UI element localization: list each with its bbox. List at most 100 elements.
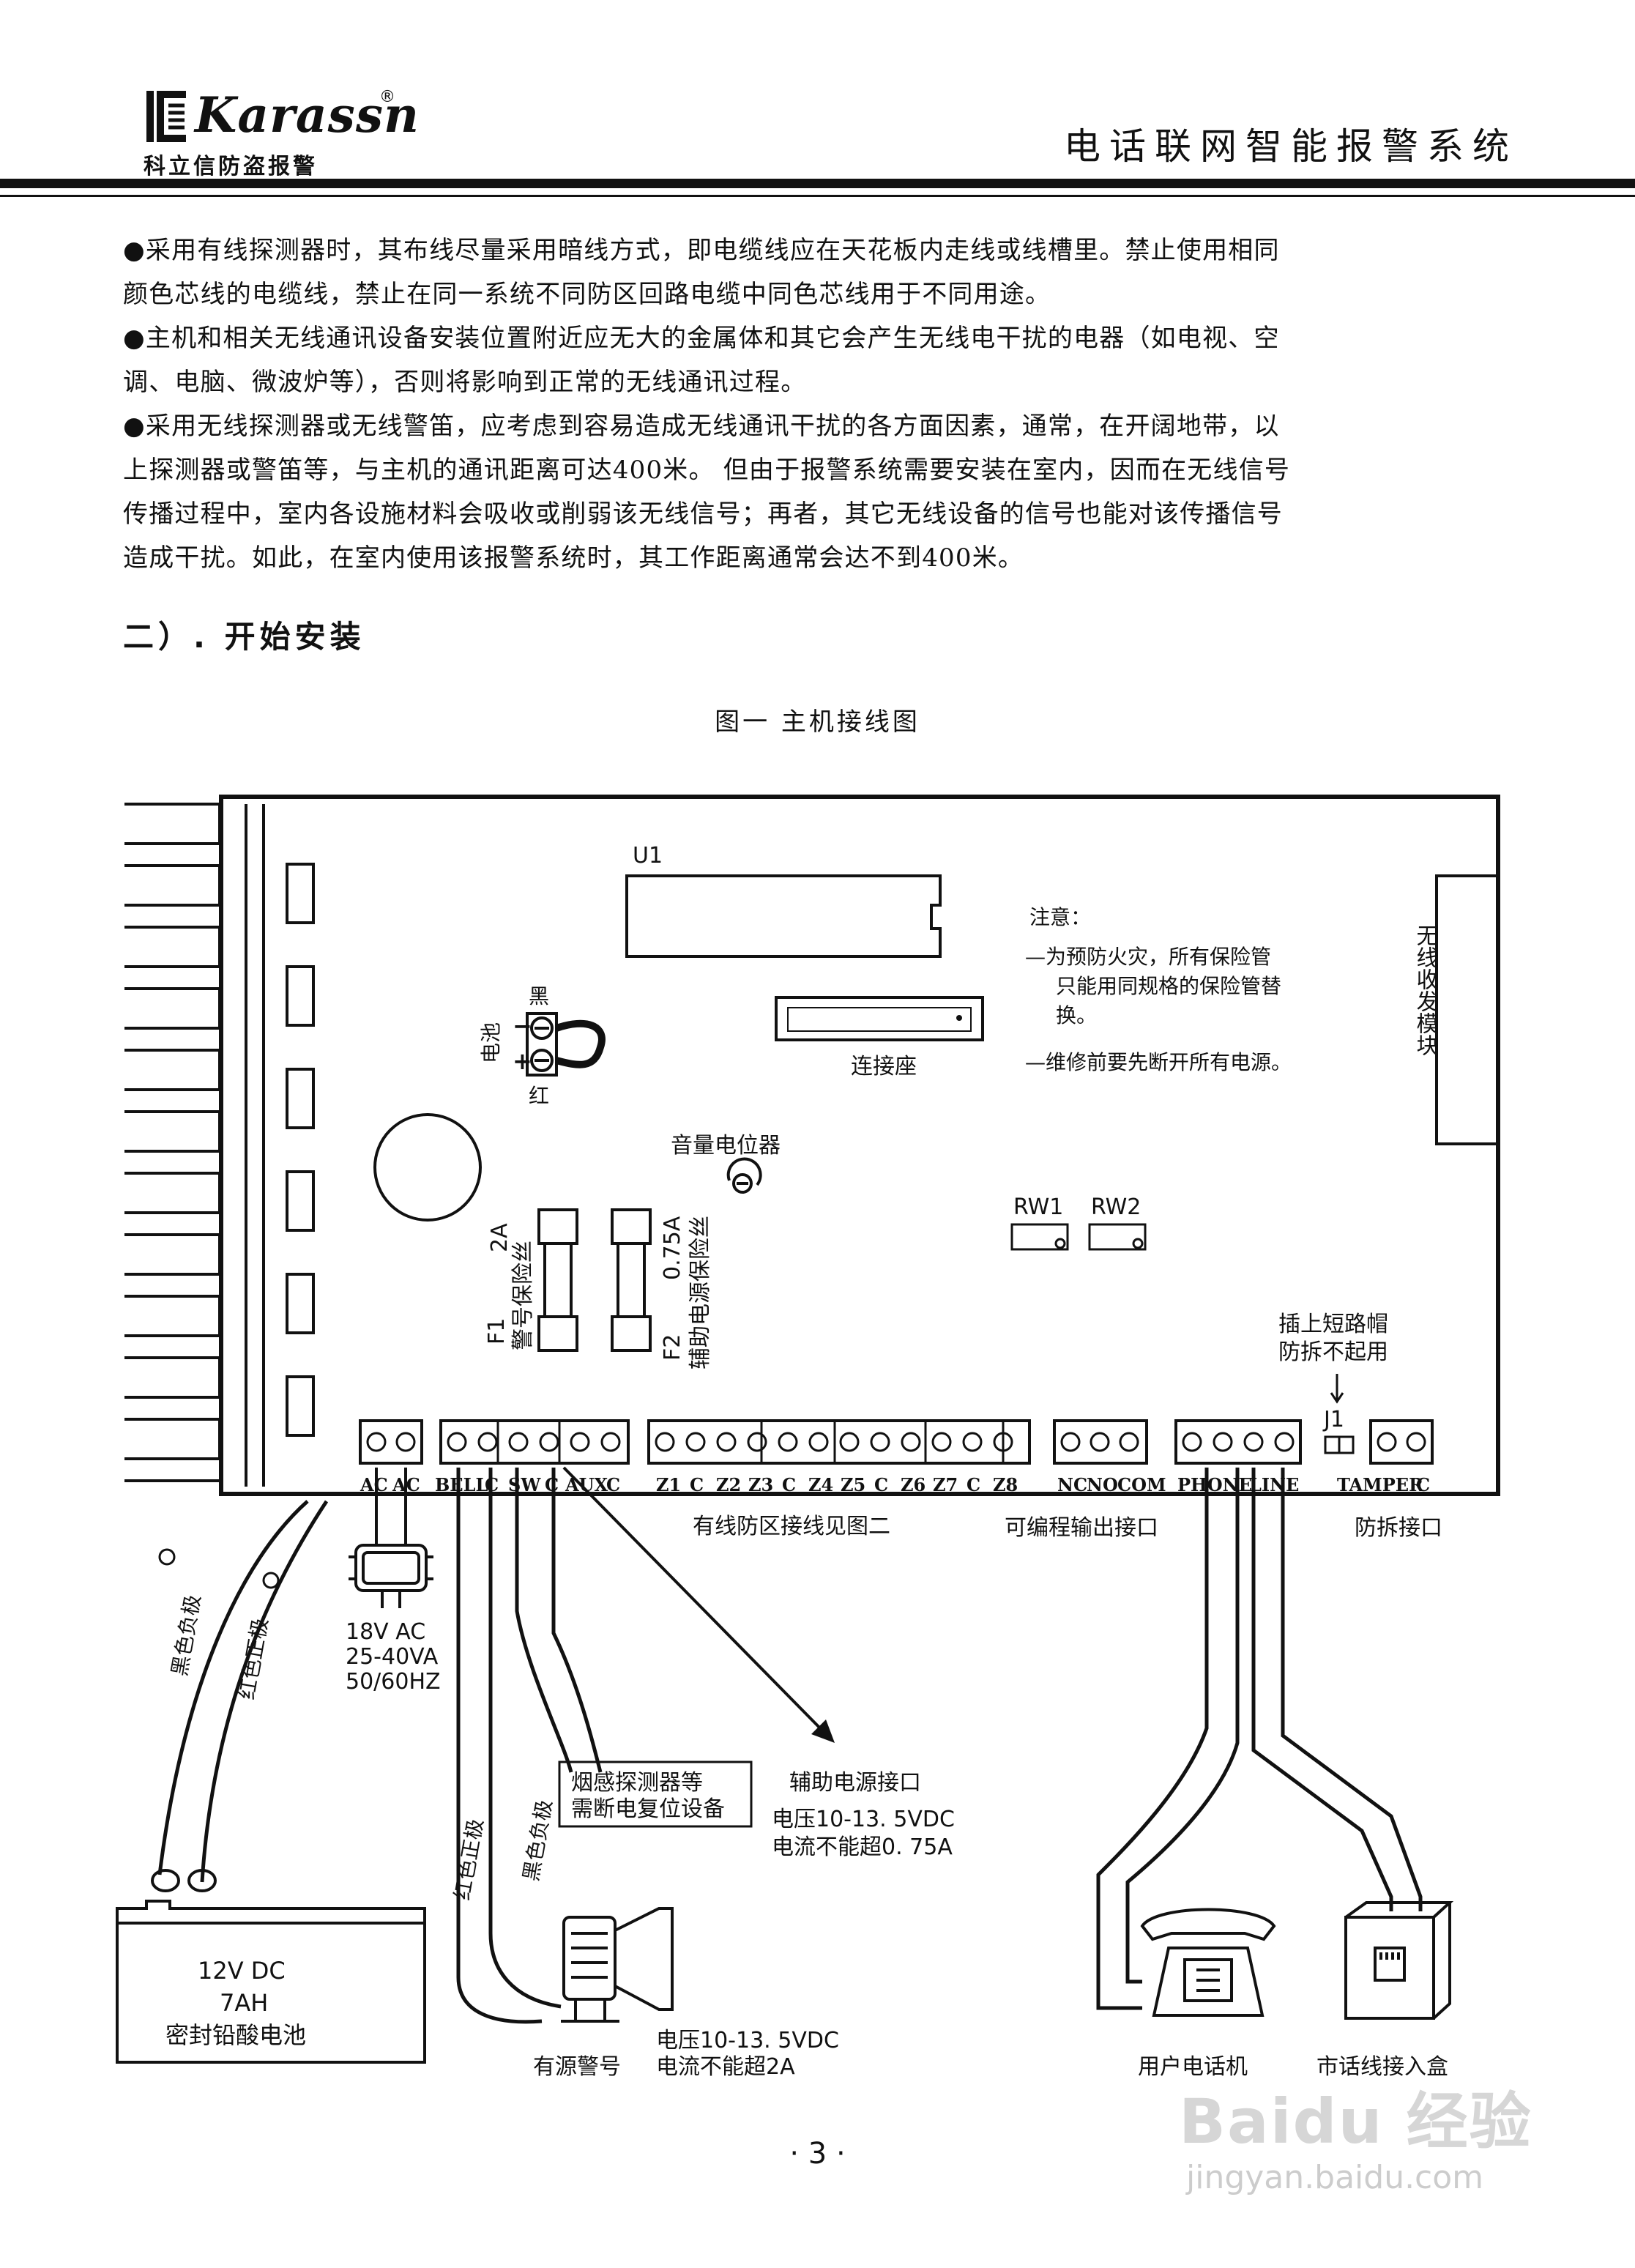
section-heading: 二）. 开始安装 [123, 619, 365, 655]
terminal-label: COM [1117, 1474, 1166, 1495]
terminal-label: LINE [1249, 1474, 1299, 1495]
aux-arrowhead-icon [811, 1719, 835, 1743]
transformer-spec: 25-40VA [346, 1644, 439, 1670]
f2-description: 辅助电源保险丝 [688, 1216, 713, 1369]
aux-spec-line: 电流不能超0. 75A [772, 1834, 953, 1860]
terminal-label: AC [360, 1474, 388, 1495]
page-number: · 3 · [789, 2137, 846, 2171]
volume-potentiometer-icon [726, 1157, 762, 1194]
paragraph-line: ●采用无线探测器或无线警笛，应考虑到容易造成无线通讯干扰的各方面因素，通常，在开… [123, 412, 1280, 441]
programmable-output-label: 可编程输出接口 [1005, 1515, 1158, 1541]
aux-spec-line: 电压10-13. 5VDC [772, 1807, 955, 1832]
volume-label: 音量电位器 [671, 1133, 781, 1159]
battery-spec: 密封铅酸电池 [165, 2021, 306, 2049]
note-line: —为预防火灾，所有保险管 [1025, 945, 1271, 969]
terminal-label: NC [1057, 1474, 1087, 1495]
terminal-label: SW [508, 1474, 541, 1495]
terminal-label: PHONE [1177, 1474, 1252, 1495]
terminal-blocks [359, 1419, 1434, 1465]
terminal-label: Z1 [656, 1474, 681, 1495]
connector-label: 连接座 [851, 1054, 917, 1079]
terminal-label: C [1416, 1474, 1430, 1495]
f1-name: F1 [484, 1318, 510, 1345]
note-line: 换。 [1056, 1003, 1097, 1027]
header-rule-thin [0, 195, 1635, 197]
battery-spec: 12V DC [198, 1957, 286, 1985]
paragraph-line: 造成干扰。如此，在室内使用该报警系统时，其工作距离通常会达不到400米。 [123, 543, 1024, 573]
fuse-f1 [537, 1208, 578, 1352]
paragraph-3: ●采用无线探测器或无线警笛，应考虑到容易造成无线通讯干扰的各方面因素，通常，在开… [123, 404, 1522, 580]
terminal-label: Z6 [901, 1474, 925, 1495]
watermark-url: jingyan.baidu.com [1186, 2159, 1484, 2196]
tamper-port-label: 防拆接口 [1355, 1515, 1442, 1541]
brand-subtitle: 科立信防盗报警 [144, 154, 318, 179]
smoke-note-box [558, 1761, 753, 1828]
user-phone-label: 用户电话机 [1138, 2054, 1248, 2080]
transformer-spec: 50/60HZ [346, 1669, 441, 1695]
line-box-label: 市话线接入盒 [1316, 2054, 1448, 2080]
terminal-label: Z7 [933, 1474, 958, 1495]
note-line: 只能用同规格的保险管替 [1056, 974, 1281, 998]
aux-arrow [562, 1466, 829, 1737]
battery-wires [157, 1500, 329, 1883]
terminal-label: C [967, 1474, 980, 1495]
rw-relays [1010, 1223, 1147, 1251]
terminal-label: C [606, 1474, 620, 1495]
zone-wiring-note: 有线防区接线见图二 [693, 1514, 890, 1539]
paragraph-line: 调、电脑、微波炉等），否则将影响到正常的无线通讯过程。 [123, 368, 807, 397]
paragraph-line: 上探测器或警笛等，与主机的通讯距离可达400米。 但由于报警系统需要安装在室内，… [123, 456, 1291, 485]
black-negative-label: 黑色负极 [167, 1593, 205, 1678]
paragraph-2: ●主机和相关无线通讯设备安装位置附近应无大的金属体和其它会产生无线电干扰的电器（… [123, 316, 1522, 404]
rw1-label: RW1 [1013, 1194, 1063, 1220]
header-rule-thick [0, 179, 1635, 188]
phone-line-wires [1096, 1468, 1423, 2010]
pcb-board [219, 795, 1500, 1496]
paragraph-line: ●采用有线探测器时，其布线尽量采用暗线方式，即电缆线应在天花板内走线或线槽里。禁… [123, 236, 1280, 265]
note-line: —维修前要先断开所有电源。 [1025, 1050, 1292, 1074]
figure-caption: 图一 主机接线图 [715, 707, 920, 737]
red-positive-label: 红色正极 [234, 1616, 272, 1701]
jumper-arrow-icon [1330, 1374, 1344, 1404]
red-label: 红 [529, 1084, 549, 1108]
note-title: 注意： [1029, 905, 1091, 929]
plus-symbol-icon [262, 1572, 280, 1589]
paragraph-line: 颜色芯线的电缆线，禁止在同一系统不同防区回路电缆中同色芯线用于不同用途。 [123, 280, 1051, 309]
registered-mark: ® [379, 88, 395, 106]
fuse-f2 [611, 1208, 652, 1352]
f1-description: 警号保险丝 [510, 1241, 536, 1350]
terminal-label: C [874, 1474, 888, 1495]
siren-black-negative-label: 黑色负极 [518, 1798, 556, 1883]
f1-rating: 2A [487, 1223, 513, 1252]
brand-logo-mark-icon [146, 91, 186, 142]
connector-socket [775, 996, 984, 1041]
paragraph-1: ●采用有线探测器时，其布线尽量采用暗线方式，即电缆线应在天花板内走线或线槽里。禁… [123, 228, 1522, 316]
u1-label: U1 [633, 843, 663, 869]
siren-spec-line: 电压10-13. 5VDC [656, 2028, 839, 2053]
terminal-label: Z5 [841, 1474, 865, 1495]
terminal-label: Z8 [993, 1474, 1018, 1495]
minus-sign: − [513, 1012, 532, 1040]
battery-icon [116, 1869, 426, 2064]
siren-wires [456, 1468, 603, 2024]
siren-red-positive-label: 红色正极 [450, 1817, 488, 1902]
minus-symbol-icon [158, 1548, 176, 1566]
terminal-label: TAMPER [1337, 1474, 1424, 1495]
smoke-note-line: 需断电复位设备 [571, 1796, 725, 1822]
brand-logo: Karassn ® 科立信防盗报警 [144, 86, 419, 182]
paragraph-line: ●主机和相关无线通讯设备安装位置附近应无大的金属体和其它会产生无线电干扰的电器（… [123, 324, 1280, 353]
heat-sink-icon [124, 803, 315, 1487]
battery-spec: 7AH [220, 1989, 268, 2017]
jumper-note-line: 防拆不起用 [1278, 1339, 1388, 1365]
terminal-label: C [782, 1474, 796, 1495]
buzzer [373, 1113, 482, 1222]
plus-sign: + [513, 1047, 532, 1075]
wireless-module-label: 无线收发模块 [1412, 924, 1439, 1056]
terminal-label: Z3 [748, 1474, 773, 1495]
document-title: 电话联网智能报警系统 [1064, 125, 1518, 168]
aux-port-label: 辅助电源接口 [789, 1770, 921, 1796]
terminal-label: Z4 [808, 1474, 833, 1495]
telephone-icon [1140, 1908, 1276, 2017]
terminal-label: Z2 [716, 1474, 741, 1495]
smoke-note-line: 烟感探测器等 [571, 1770, 703, 1796]
siren-horn-icon [561, 1907, 674, 2023]
